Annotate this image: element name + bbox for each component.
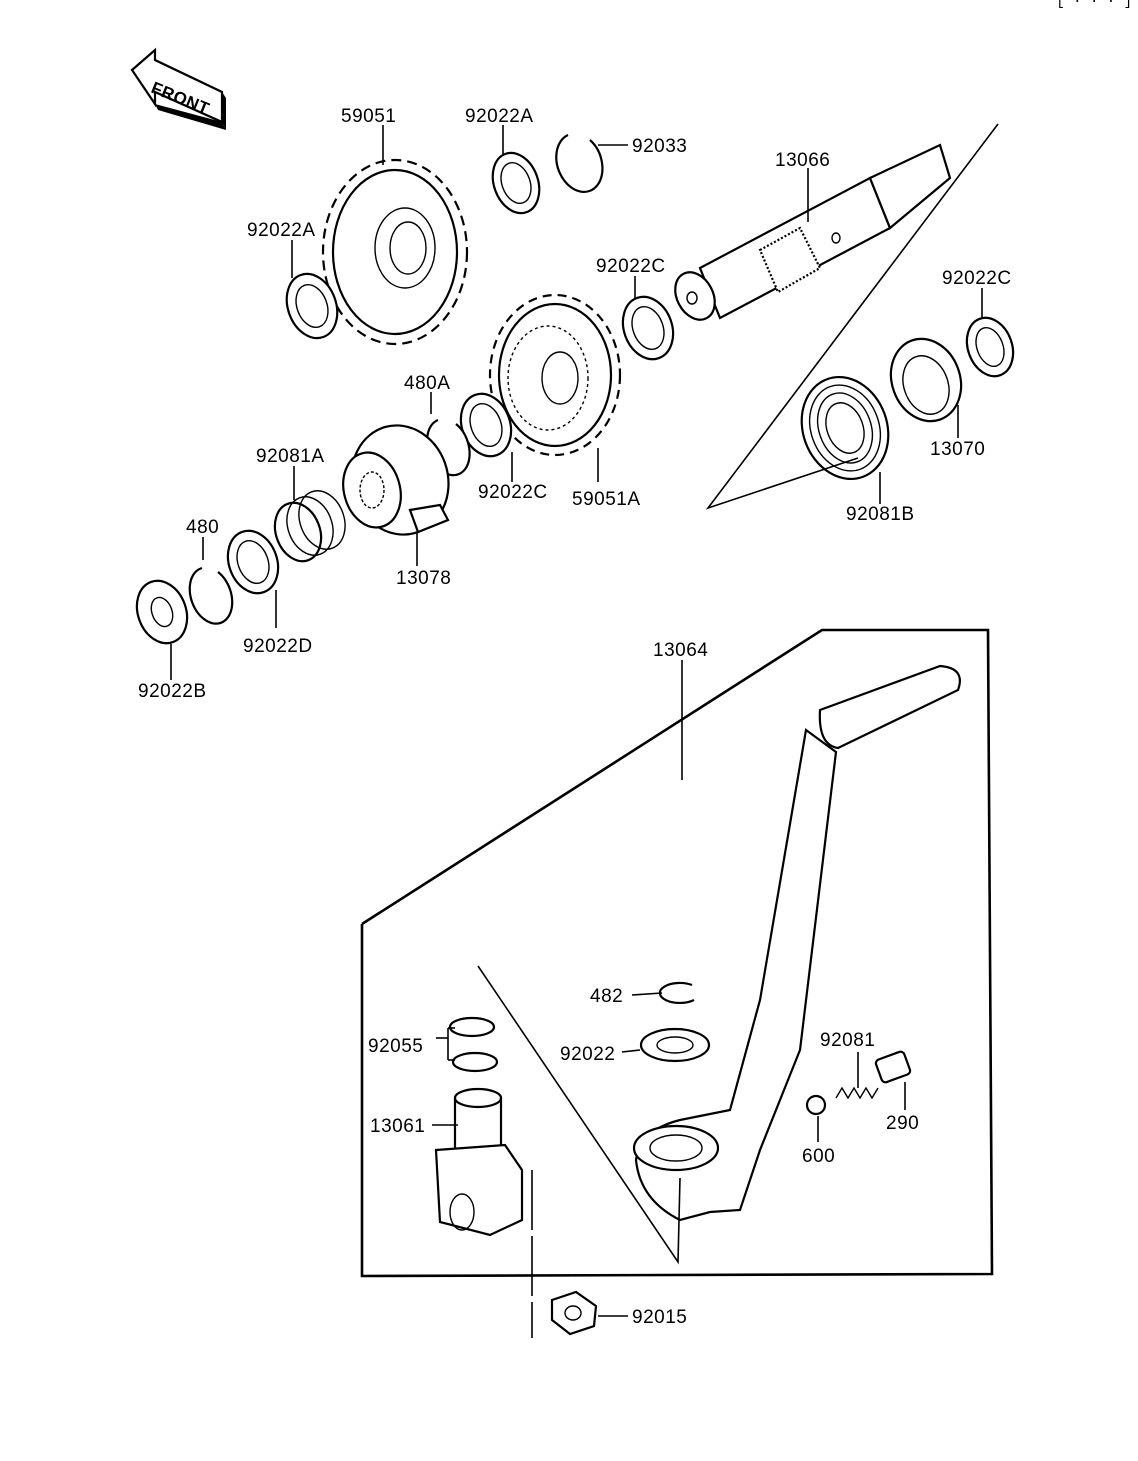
part-label-92055: 92055 <box>368 1036 423 1057</box>
part-label-92081a: 92081A <box>256 446 325 467</box>
o-ring-icon <box>448 1016 496 1038</box>
part-label-13066: 13066 <box>775 150 830 171</box>
part-label-59051a: 59051A <box>572 489 641 510</box>
front-arrow-icon: FRONT <box>130 47 226 130</box>
part-label-92022b: 92022B <box>138 681 207 702</box>
guide-line <box>477 965 681 1265</box>
pedal-group-box <box>360 628 994 1278</box>
part-label-290: 290 <box>886 1113 919 1134</box>
part-label-92022d: 92022D <box>243 636 313 657</box>
ball-icon <box>805 1094 827 1116</box>
spring-icon <box>800 375 890 481</box>
part-label-92022c-low: 92022C <box>478 482 548 503</box>
spring-icon <box>835 1086 879 1100</box>
shaft-icon <box>674 143 952 321</box>
part-label-13061: 13061 <box>370 1116 425 1137</box>
spring-icon <box>273 490 346 563</box>
part-label-92015: 92015 <box>632 1307 687 1328</box>
washer-icon <box>135 151 1015 645</box>
plug-icon <box>874 1050 912 1084</box>
part-label-92081b: 92081B <box>846 504 915 525</box>
part-label-92022c-mid: 92022C <box>596 256 666 277</box>
circlip-icon <box>188 133 604 625</box>
pivot-icon <box>434 1087 524 1237</box>
part-label-13064: 13064 <box>653 640 708 661</box>
part-label-13070: 13070 <box>930 439 985 460</box>
part-label-13078: 13078 <box>396 568 451 589</box>
ratchet-icon <box>342 424 450 536</box>
part-label-480: 480 <box>186 517 219 538</box>
part-label-92081: 92081 <box>820 1030 875 1051</box>
circlip-icon <box>658 981 695 1005</box>
part-label-92022a-top: 92022A <box>465 106 534 127</box>
collar-icon <box>889 337 963 423</box>
nut-icon <box>550 1290 598 1336</box>
o-ring-icon <box>451 1051 499 1073</box>
part-label-92033: 92033 <box>632 136 687 157</box>
part-label-482: 482 <box>590 986 623 1007</box>
corner-mark: [ · · · ] <box>1056 0 1132 10</box>
part-label-600: 600 <box>802 1146 835 1167</box>
part-label-92022c-right: 92022C <box>942 268 1012 289</box>
kick-pedal-icon <box>632 664 961 1222</box>
washer-icon <box>639 1027 711 1063</box>
guide-line <box>705 123 999 510</box>
leader-lines <box>170 125 983 1317</box>
part-label-480a: 480A <box>404 373 450 394</box>
part-label-92022a-left: 92022A <box>247 220 316 241</box>
gear-icon <box>488 293 622 457</box>
part-label-92022: 92022 <box>560 1044 615 1065</box>
part-label-59051: 59051 <box>341 106 396 127</box>
gear-icon <box>321 158 469 346</box>
